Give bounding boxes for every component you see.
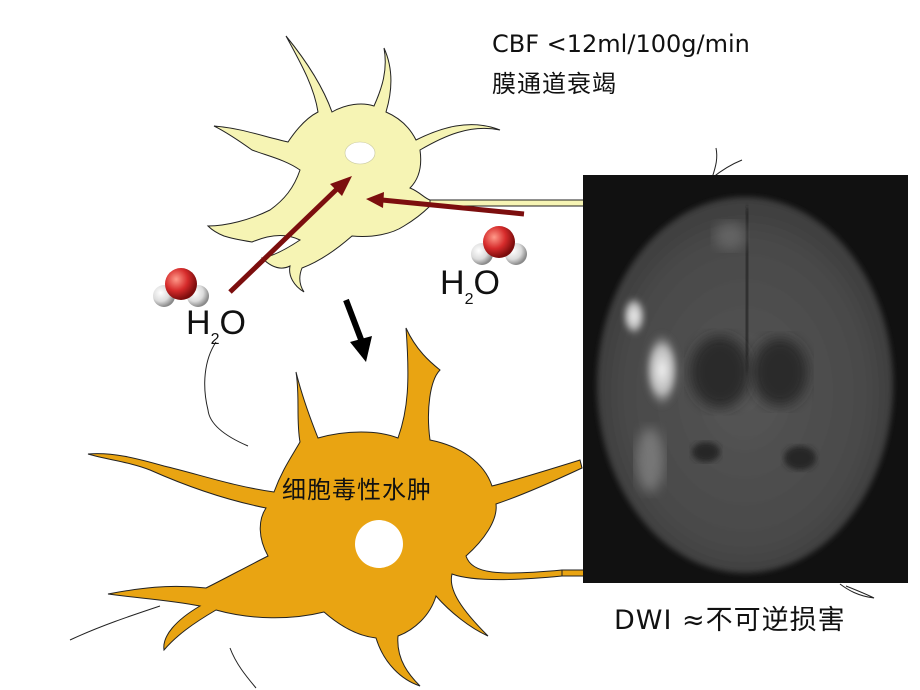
cytotoxic-edema-label: 细胞毒性水肿 [282,476,432,504]
arrow-right-head [366,192,384,208]
arrow-right-shaft [381,197,525,217]
membrane-failure-label: 膜通道衰竭 [492,70,617,98]
water-influx-arrows [228,176,525,294]
swollen-neuron-nucleus [355,520,403,568]
connector-line-right [839,583,875,599]
normal-neuron-nucleus [344,141,376,165]
water-formula-right: H2O [440,264,500,308]
normal-neuron-body [206,35,591,293]
dwi-mri-image [583,175,908,583]
connector-line-bottom [229,647,257,689]
arrow-left-head [330,176,352,196]
dwi-hyperintense-lesion [622,222,746,492]
swollen-neuron [87,327,585,687]
connector-line-top [710,147,743,180]
swollen-neuron-process [561,569,585,577]
dwi-irreversible-label: DWI ≈不可逆损害 [614,605,846,636]
cbf-threshold-label: CBF <12ml/100g/min [492,30,750,58]
water-molecule-right [471,226,527,265]
normal-neuron [206,35,591,293]
connector-line-left [204,341,249,447]
arrow-left-shaft [228,186,340,294]
transition-arrow [343,298,372,362]
water-molecule-left [153,268,209,307]
connector-line-bottom-left [69,605,161,641]
water-formula-left: H2O [186,304,246,348]
swollen-neuron-body [87,327,585,687]
